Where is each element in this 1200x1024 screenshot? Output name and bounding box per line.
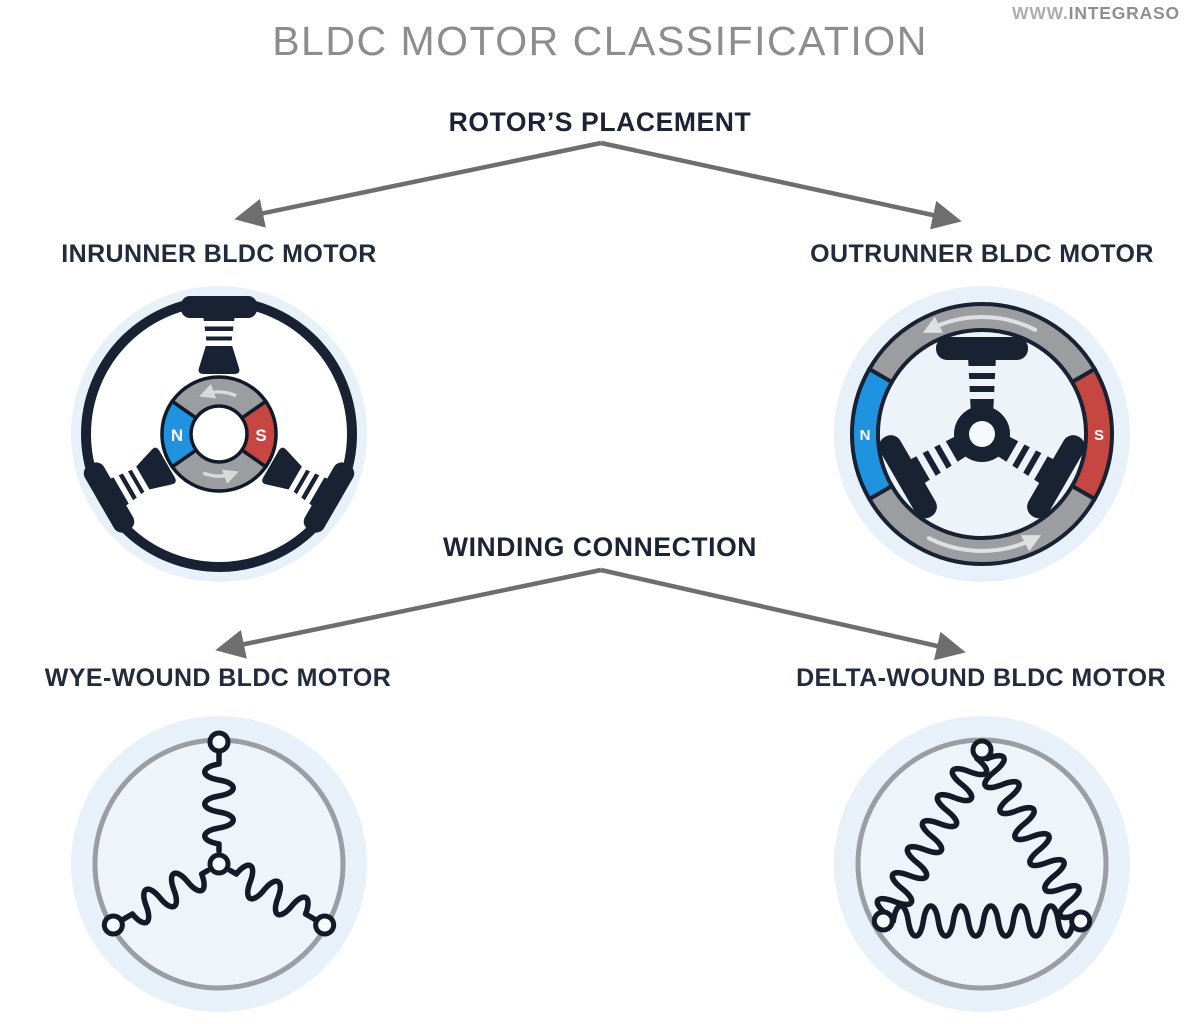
south-label: S [255,426,266,445]
page-title: BLDC MOTOR CLASSIFICATION [272,18,928,64]
watermark-brand: INTEGRASO [1068,3,1180,23]
rotation-arrow-bottom [202,469,239,484]
terminal-node-bottom-left [871,909,895,933]
winding-connection-branch-arrows [215,567,966,661]
terminal-node-bottom-right [1069,909,1093,933]
branch-arrow-right [600,140,962,230]
rotor-placement-heading: ROTOR’S PLACEMENT [448,107,752,137]
outrunner-label: OUTRUNNER BLDC MOTOR [810,240,1154,268]
rotation-arrow-top [199,384,237,399]
south-label: S [1094,427,1104,444]
watermark: WWW.INTEGRASO [1012,3,1180,24]
wye-winding [98,733,339,942]
shaft-hole [969,421,995,447]
rotor-placement-branch-arrows [234,140,962,230]
delta-winding-diagram [834,716,1130,1012]
rotation-arrow-top [922,315,1038,333]
rotor-gray-segment-top [169,375,269,421]
inrunner-label: INRUNNER BLDC MOTOR [61,240,377,268]
stator-core [874,337,1090,523]
inrunner-motor-diagram: N S [71,286,367,582]
terminal-node-top [970,738,994,762]
watermark-prefix: WWW. [1012,3,1069,23]
branch-arrow-left [215,567,602,659]
rotor-magnet-ring: N S [850,302,1114,566]
north-label: N [171,426,183,445]
outrunner-motor-diagram: N S [834,286,1130,582]
delta-winding [871,738,1094,936]
branch-arrow-left [234,140,602,228]
north-label: N [860,427,871,444]
center-node [207,852,231,876]
rotor-magnet-ring: N S [160,375,278,493]
delta-wound-label: DELTA-WOUND BLDC MOTOR [796,664,1166,692]
rotation-arrow-bottom [926,535,1042,553]
wye-wound-label: WYE-WOUND BLDC MOTOR [44,664,392,692]
winding-connection-heading: WINDING CONNECTION [442,532,758,562]
wye-winding-diagram [71,716,367,1012]
branch-arrow-right [600,567,966,661]
rotor-gray-segment-bottom [169,447,269,493]
